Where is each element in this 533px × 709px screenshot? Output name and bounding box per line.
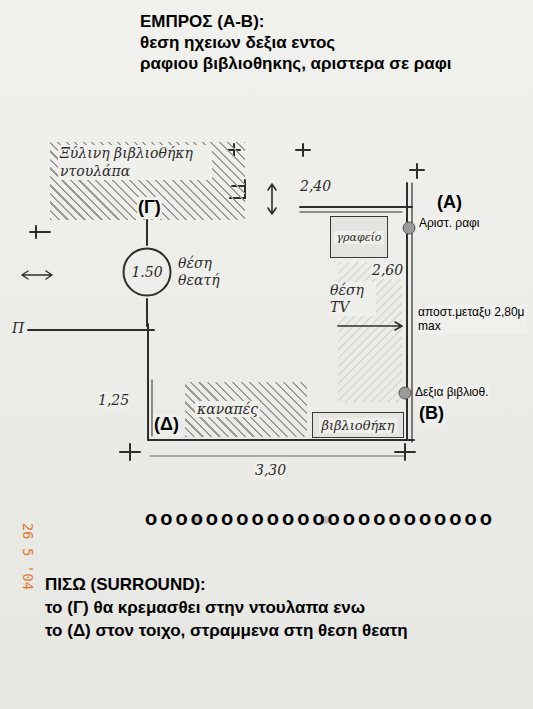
sofa-band: καναπές bbox=[185, 382, 307, 437]
bookcase-band: βιβλιοθήκη bbox=[312, 412, 404, 438]
dimension: 2,60 bbox=[372, 262, 403, 279]
dimension: 1,25 bbox=[98, 392, 129, 409]
viewer-circle: 1.50 bbox=[122, 247, 172, 297]
note-text: ΠΙΣΩ (SURROUND): bbox=[45, 575, 206, 595]
speaker-label: (Α) bbox=[436, 192, 463, 214]
node-text: Ξύλινη βιβλιοθήκη ντουλάπα bbox=[58, 145, 212, 180]
desk-box: γραφείο bbox=[330, 216, 388, 258]
node-text: βιβλιοθήκη bbox=[319, 418, 396, 433]
title-text: ΕΜΠΡΟΣ (Α-Β): bbox=[140, 12, 264, 32]
speaker-note: Αριστ. ραφι bbox=[418, 216, 481, 230]
date-stamp: 26 5 '04 bbox=[19, 523, 36, 590]
note-text: το (Δ) στον τοιχο, στραμμενα στη θεση θε… bbox=[45, 621, 408, 641]
tv-note: θέση TV bbox=[330, 282, 376, 316]
node-text: 1.50 bbox=[129, 264, 164, 280]
speaker-label: (Δ) bbox=[153, 414, 180, 436]
node-text: καναπές bbox=[195, 401, 260, 417]
note-text: το (Γ) θα κρεμασθει στην ντουλαπα ενω bbox=[45, 598, 365, 618]
separator-row: οοοοοοοοοοοοοοοοοοοοοοο bbox=[145, 506, 495, 530]
speaker-label: (Γ) bbox=[137, 197, 162, 219]
distance-note: αποστ.μεταξυ 2,80μ max bbox=[417, 305, 527, 334]
speaker-note: Δεξια βιβλιοθ. bbox=[414, 385, 490, 399]
viewer-note: θέση θεατή bbox=[178, 255, 230, 289]
wall-mark: Π bbox=[12, 320, 24, 337]
dimension: 2,40 bbox=[300, 178, 331, 195]
node-text: γραφείο bbox=[334, 231, 383, 244]
note-text: ραφιου βιβλιοθηκης, αριστερα σε ραφι bbox=[140, 54, 452, 74]
speaker-label: (Β) bbox=[418, 403, 445, 425]
dimension: 3,30 bbox=[255, 462, 286, 479]
note-text: θεση ηχειων δεξια εντος bbox=[140, 33, 335, 53]
